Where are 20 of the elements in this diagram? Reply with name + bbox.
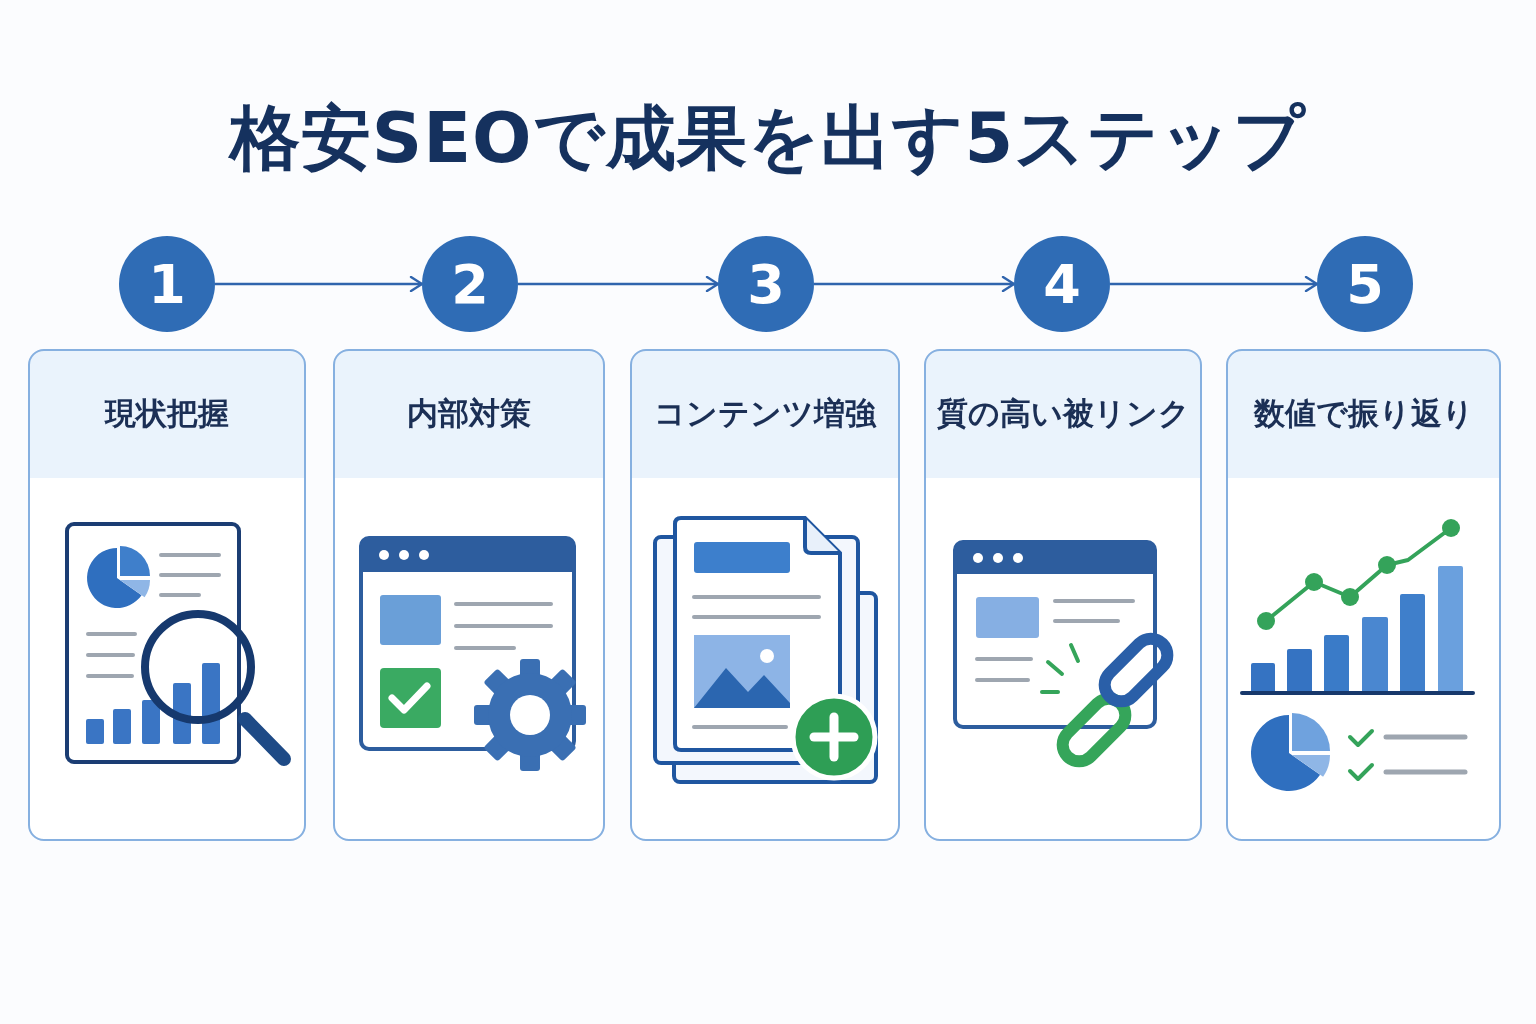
step-card	[333, 349, 605, 841]
step-title: コンテンツ増強	[654, 394, 876, 433]
step-number-circle: 4	[1014, 236, 1110, 332]
step-title: 数値で振り返り	[1253, 394, 1474, 433]
step-number-circle: 5	[1317, 236, 1413, 332]
step-title: 現状把握	[105, 394, 229, 433]
arrow	[215, 275, 424, 293]
step-title: 内部対策	[407, 394, 531, 433]
arrow	[1110, 275, 1319, 293]
diagram-title: 格安SEOで成果を出す5ステップ	[229, 96, 1307, 180]
step-number-circle: 3	[718, 236, 814, 332]
step-number-circle: 1	[119, 236, 215, 332]
step-title: 質の高い被リンク	[936, 394, 1190, 433]
arrow	[814, 275, 1016, 293]
step-card	[28, 349, 306, 841]
step-card	[924, 349, 1202, 841]
step-number-circle: 2	[422, 236, 518, 332]
step-card	[630, 349, 900, 841]
arrow	[518, 275, 720, 293]
step-card	[1226, 349, 1501, 841]
